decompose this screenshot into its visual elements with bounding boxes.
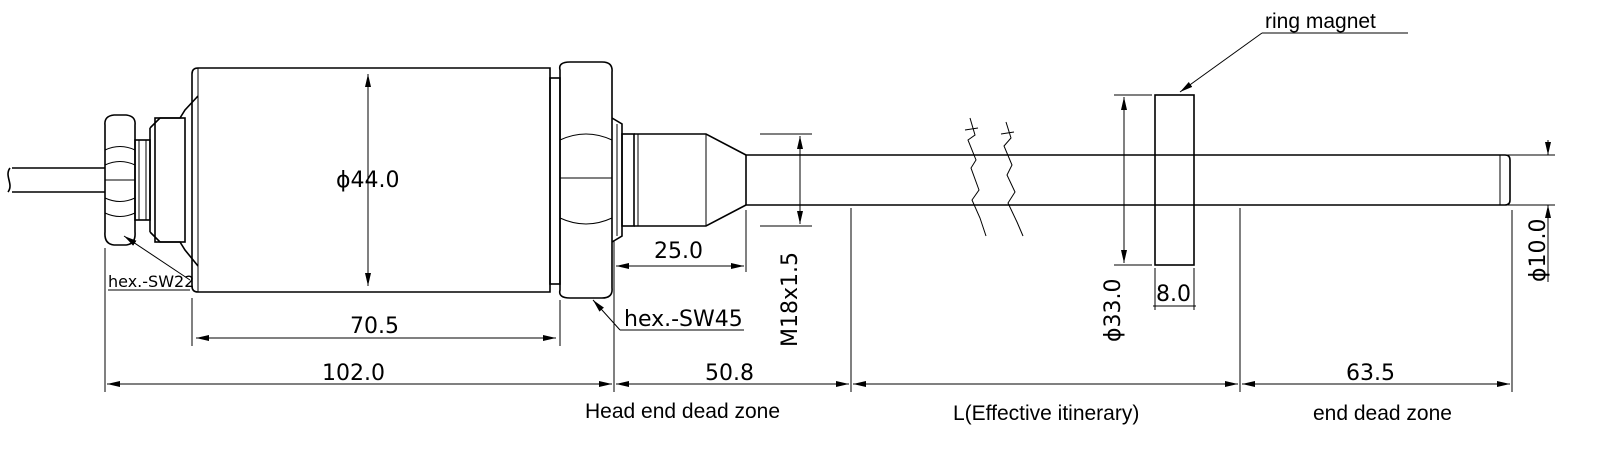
dimension-lines xyxy=(107,74,1551,387)
head-dead-zone-caption: Head end dead zone xyxy=(585,400,780,423)
diameter-magnet-label: ϕ33.0 xyxy=(1101,279,1126,343)
probe-rod xyxy=(746,154,1511,206)
length-head-dead-label: 50.8 xyxy=(705,361,754,386)
effective-stroke-caption: L(Effective itinerary) xyxy=(953,402,1139,425)
cable xyxy=(7,167,105,193)
length-magnet-label: 8.0 xyxy=(1156,282,1191,307)
ring-magnet-label: ring magnet xyxy=(1265,10,1376,33)
diameter-rod-label: ϕ10.0 xyxy=(1526,219,1551,283)
hex-sw45-label: hex.-SW45 xyxy=(624,307,743,332)
diameter-body-label: ϕ44.0 xyxy=(336,168,400,193)
threaded-section xyxy=(621,133,747,227)
length-end-dead-label: 63.5 xyxy=(1346,361,1395,386)
body-flange xyxy=(149,95,199,267)
length-head-label: 102.0 xyxy=(322,361,385,386)
hex-nut-sw45 xyxy=(549,61,623,299)
extension-lines xyxy=(104,94,1555,392)
thread-spec-label: M18x1.5 xyxy=(778,252,803,347)
leader-lines xyxy=(108,32,1408,331)
length-body-label: 70.5 xyxy=(350,314,399,339)
ring-magnet xyxy=(1154,94,1195,266)
hex-nut-sw22 xyxy=(104,114,151,246)
end-dead-zone-caption: end dead zone xyxy=(1313,402,1452,425)
break-marks xyxy=(964,117,1024,237)
hex-sw22-label: hex.-SW22 xyxy=(108,272,194,291)
length-thread-label: 25.0 xyxy=(654,239,703,264)
